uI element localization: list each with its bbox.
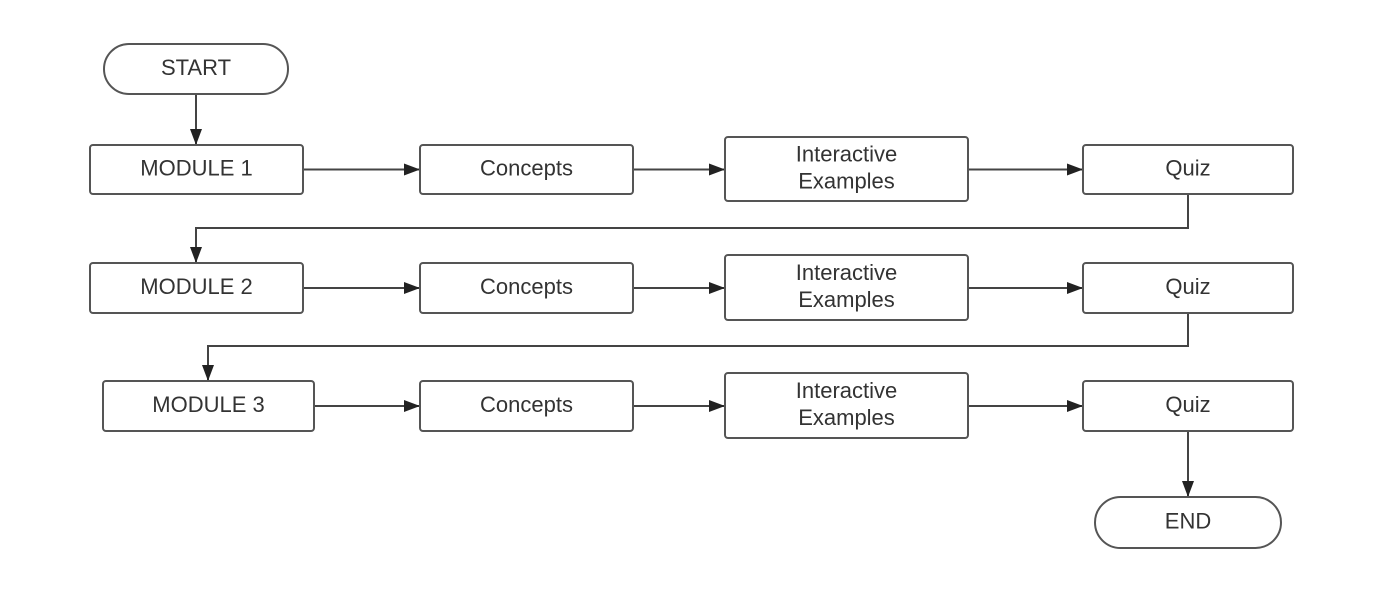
module-1-quiz-node: Quiz [1082, 144, 1294, 195]
module-2-quiz-node: Quiz [1082, 262, 1294, 314]
flowchart-edges [190, 94, 1194, 497]
module-1-node-label: MODULE 1 [140, 155, 252, 180]
edge-module-3-to-concepts-arrowhead [404, 400, 420, 412]
edge-start-to-module-1-arrowhead [190, 129, 202, 145]
module-3-interactive-examples-node-box [724, 372, 969, 439]
module-3-concepts-node-label: Concepts [480, 392, 573, 417]
edge-module-2-to-concepts-arrowhead [404, 282, 420, 294]
edge-quiz-1-to-module-2 [195, 194, 1189, 263]
edge-module-3-examples-to-quiz-arrowhead [1067, 400, 1083, 412]
edge-quiz-1-to-module-2-arrowhead [190, 247, 202, 263]
module-3-node: MODULE 3 [102, 380, 315, 432]
module-1-node-box [89, 144, 304, 195]
module-1-quiz-node-box [1082, 144, 1294, 195]
module-2-quiz-node-box [1082, 262, 1294, 314]
module-2-concepts-node-box [419, 262, 634, 314]
module-3-node-label: MODULE 3 [152, 392, 264, 417]
module-3-interactive-examples-node-label-line-1: Interactive [796, 378, 898, 403]
module-2-node: MODULE 2 [89, 262, 304, 314]
end-node-label: END [1165, 508, 1211, 533]
module-1-node: MODULE 1 [89, 144, 304, 195]
module-3-node-box [102, 380, 315, 432]
edge-quiz-2-to-module-3-arrowhead [202, 365, 214, 381]
edge-module-1-to-concepts-arrowhead [404, 163, 420, 176]
module-2-interactive-examples-node-label-line-1: Interactive [796, 260, 898, 285]
edge-module-1-examples-to-quiz-arrowhead [1067, 163, 1083, 176]
module-1-interactive-examples-node-label-line-1: Interactive [796, 141, 898, 166]
edge-module-2-examples-to-quiz-arrowhead [1067, 282, 1083, 294]
edge-quiz-3-to-end-arrowhead [1182, 481, 1194, 497]
module-2-quiz-node-label: Quiz [1165, 274, 1210, 299]
module-2-concepts-node-label: Concepts [480, 274, 573, 299]
module-2-node-label: MODULE 2 [140, 274, 252, 299]
module-1-concepts-node: Concepts [419, 144, 634, 195]
module-3-quiz-node: Quiz [1082, 380, 1294, 432]
module-1-concepts-node-label: Concepts [480, 155, 573, 180]
edge-quiz-2-to-module-3 [207, 313, 1189, 381]
end-node: END [1094, 496, 1282, 549]
module-3-concepts-node: Concepts [419, 380, 634, 432]
module-1-interactive-examples-node-box [724, 136, 969, 202]
module-2-interactive-examples-node-label-line-2: Examples [798, 287, 895, 312]
edge-module-3-concepts-to-examples-arrowhead [709, 400, 725, 412]
end-node-shape [1094, 496, 1282, 549]
start-node: START [103, 43, 289, 95]
module-3-quiz-node-label: Quiz [1165, 392, 1210, 417]
module-3-concepts-node-box [419, 380, 634, 432]
module-1-concepts-node-box [419, 144, 634, 195]
module-3-quiz-node-box [1082, 380, 1294, 432]
module-1-quiz-node-label: Quiz [1165, 155, 1210, 180]
module-3-interactive-examples-node-label-line-2: Examples [798, 405, 895, 430]
module-2-interactive-examples-node-box [724, 254, 969, 321]
module-2-node-box [89, 262, 304, 314]
module-2-concepts-node: Concepts [419, 262, 634, 314]
start-node-shape [103, 43, 289, 95]
edge-module-2-concepts-to-examples-arrowhead [709, 282, 725, 294]
start-node-label: START [161, 55, 231, 80]
module-1-interactive-examples-node-label-line-2: Examples [798, 168, 895, 193]
edge-module-1-concepts-to-examples-arrowhead [709, 163, 725, 176]
